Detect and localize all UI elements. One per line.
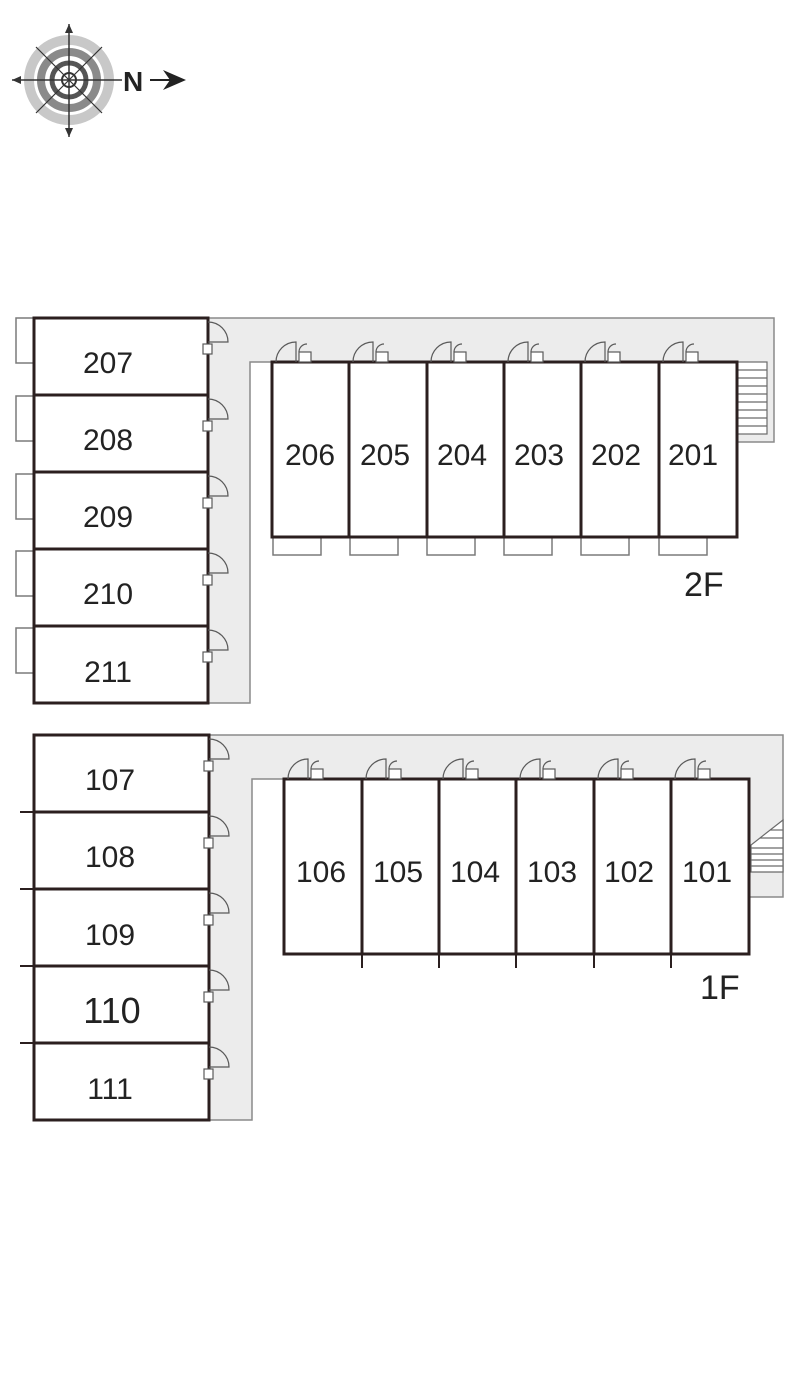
stairs-1f [750,818,784,873]
door-icon [203,738,230,1080]
stairs-2f [736,361,768,435]
unit-label-210: 210 [83,578,133,611]
unit-110 [32,964,211,1045]
unit-108 [32,810,211,891]
unit-label-108: 108 [85,841,135,874]
floor-1: 107 108 109 110 111 106 105 104 103 102 … [20,733,784,1122]
unit-201 [657,360,739,539]
unit-207 [32,316,210,397]
unit-label-107: 107 [85,764,135,797]
unit-label-208: 208 [83,424,133,457]
unit-label-206: 206 [285,439,335,472]
unit-label-209: 209 [83,501,133,534]
unit-209 [32,470,210,551]
unit-label-211: 211 [84,656,132,689]
unit-205 [347,360,429,539]
unit-label-105: 105 [373,856,423,889]
unit-label-201: 201 [668,439,718,472]
unit-label-205: 205 [360,439,410,472]
floor-label-2f: 2F [684,566,724,604]
unit-label-203: 203 [514,439,564,472]
door-icon [275,341,699,363]
north-label: N [123,66,143,97]
unit-label-104: 104 [450,856,500,889]
compass-icon [12,24,186,137]
unit-label-202: 202 [591,439,641,472]
unit-label-103: 103 [527,856,577,889]
unit-label-204: 204 [437,439,487,472]
unit-label-207: 207 [83,347,133,380]
door-icon [202,321,229,663]
unit-202 [579,360,661,539]
unit-109 [32,887,211,968]
unit-111 [32,1041,211,1122]
unit-208 [32,393,210,474]
unit-210 [32,547,210,628]
unit-label-102: 102 [604,856,654,889]
unit-label-110: 110 [83,990,140,1031]
unit-211 [32,624,210,705]
unit-107 [32,733,211,814]
unit-label-101: 101 [682,856,732,889]
unit-105 [360,777,441,956]
unit-label-111: 111 [87,1073,133,1106]
door-icon [287,758,711,780]
floor-2: 207 208 209 210 211 206 205 204 203 [15,316,775,705]
unit-103 [514,777,596,956]
floor-label-1f: 1F [700,969,740,1007]
unit-label-106: 106 [296,856,346,889]
unit-label-109: 109 [85,919,135,952]
unit-104 [437,777,518,956]
